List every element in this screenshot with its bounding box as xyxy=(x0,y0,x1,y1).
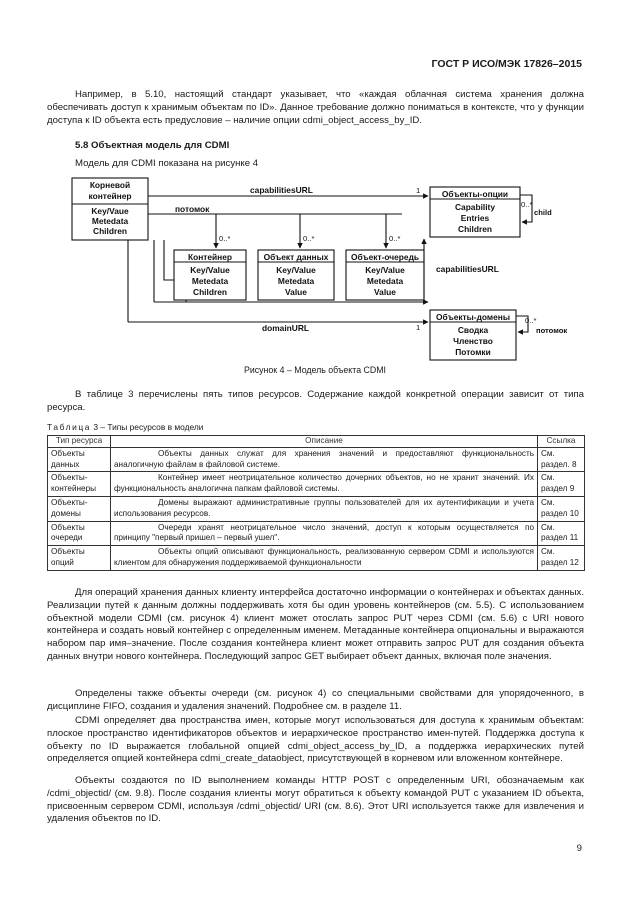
mult-container: 0..* xyxy=(219,234,230,243)
child-label: потомок xyxy=(175,204,210,214)
mult-queue: 0..* xyxy=(389,234,400,243)
data-object-field-2: Metedata xyxy=(278,276,315,286)
capabilities-url-label: capabilitiesURL xyxy=(250,185,313,195)
resource-type: Объекты данных xyxy=(47,446,111,473)
container-field-3: Children xyxy=(193,287,227,297)
resource-type: Объекты-контейнеры xyxy=(47,471,111,497)
resource-types-table: Тип ресурса Описание Ссылка Объекты данн… xyxy=(47,435,585,571)
domain-field-3: Потомки xyxy=(455,347,490,357)
resource-description: Контейнер имеет неотрицательное количест… xyxy=(114,473,534,494)
resource-type: Объекты опций xyxy=(47,545,111,571)
root-field-2: Metedata xyxy=(92,216,129,226)
resource-description: Объекты данных служат для хранения значе… xyxy=(114,448,534,469)
container-title: Контейнер xyxy=(188,252,232,262)
table-row: Объекты-домены Домены выражают администр… xyxy=(47,495,585,522)
section-title: 5.8 Объектная модель для CDMI xyxy=(75,140,230,151)
data-object-box xyxy=(257,249,335,301)
capability-field-2: Entries xyxy=(461,213,490,223)
table-row: Объекты данных Объекты данных служат для… xyxy=(47,446,585,473)
resource-reference: См. раздел 10 xyxy=(537,495,585,522)
table-intro-paragraph: В таблице 3 перечислены пять типов ресур… xyxy=(47,389,584,413)
cdmi-object-model-diagram: Корневой контейнер Key/Vaue Metedata Chi… xyxy=(71,177,567,361)
standard-header: ГОСТ Р ИСО/МЭК 17826–2015 xyxy=(431,58,582,70)
resource-description: Очереди хранят неотрицательное число зна… xyxy=(114,522,534,543)
domain-child-label: потомок xyxy=(536,326,567,335)
resource-type: Объекты-домены xyxy=(47,495,111,522)
data-object-field-1: Key/Value xyxy=(276,265,316,275)
body-paragraph-4: Объекты создаются по ID выполнением кома… xyxy=(47,775,584,825)
resource-type: Объекты очереди xyxy=(47,520,111,547)
table-row: Объекты-контейнеры Контейнер имеет неотр… xyxy=(47,471,585,497)
table-row: Объекты очереди Очереди хранят неотрицат… xyxy=(47,520,585,547)
domain-title: Объекты-домены xyxy=(436,312,510,322)
queue-object-field-1: Key/Value xyxy=(365,265,405,275)
domain-field-1: Сводка xyxy=(458,325,489,335)
resource-reference: См. раздел 12 xyxy=(537,545,585,571)
data-object-field-3: Value xyxy=(285,287,307,297)
capability-field-1: Capability xyxy=(455,202,495,212)
table-caption-text: 3 – Типы ресурсов в модели xyxy=(93,422,204,432)
table-caption: Таблица 3 – Типы ресурсов в модели xyxy=(47,422,203,432)
mult-domain-one: 1 xyxy=(416,323,420,332)
root-title-2: контейнер xyxy=(89,191,132,201)
intro-paragraph: Например, в 5.10, настоящий стандарт ука… xyxy=(47,89,584,126)
header-description: Описание xyxy=(110,435,538,448)
body-paragraph-2: Определены также объекты очереди (см. ри… xyxy=(47,688,584,712)
table-caption-word: Таблица xyxy=(47,422,92,432)
header-type: Тип ресурса xyxy=(47,435,111,448)
table-row: Объекты опций Объекты опций описывают фу… xyxy=(47,545,585,571)
data-object-title: Объект данных xyxy=(264,252,329,262)
body-paragraph-3: CDMI определяет два пространства имен, к… xyxy=(47,715,584,765)
root-title-1: Корневой xyxy=(90,180,130,190)
body-paragraph-1: Для операций хранения данных клиенту инт… xyxy=(47,587,584,662)
resource-reference: См. раздел 9 xyxy=(537,471,585,497)
capability-objects-box xyxy=(429,186,521,238)
capability-field-3: Children xyxy=(458,224,492,234)
capability-child-label: child xyxy=(534,208,552,217)
domain-url-label: domainURL xyxy=(262,323,309,333)
figure-caption: Рисунок 4 – Модель объекта CDMI xyxy=(243,365,387,375)
root-field-3: Children xyxy=(93,226,127,236)
queue-object-title: Объект-очередь xyxy=(351,252,419,262)
figure-intro: Модель для CDMI показана на рисунке 4 xyxy=(75,158,259,169)
resource-reference: См. раздел. 8 xyxy=(537,446,585,473)
root-field-1: Key/Vaue xyxy=(91,206,129,216)
queue-object-field-3: Value xyxy=(374,287,396,297)
container-box xyxy=(173,249,247,301)
mult-domain-child: 0..* xyxy=(525,316,536,325)
domain-field-2: Членство xyxy=(453,336,493,346)
resource-description: Объекты опций описывают функциональность… xyxy=(114,547,534,567)
container-field-2: Metedata xyxy=(192,276,229,286)
capabilities-url-right-label: capabilitiesURL xyxy=(436,264,499,274)
table-header-row: Тип ресурса Описание Ссылка xyxy=(47,435,585,448)
header-reference: Ссылка xyxy=(537,435,585,448)
queue-object-field-2: Metedata xyxy=(367,276,404,286)
container-field-1: Key/Value xyxy=(190,265,230,275)
capability-title: Объекты-опции xyxy=(442,189,508,199)
domain-objects-box xyxy=(429,309,517,361)
resource-description: Домены выражают административные группы … xyxy=(114,497,534,518)
root-container-box xyxy=(71,177,149,241)
page-number: 9 xyxy=(576,843,582,854)
mult-capability-child: 0..* xyxy=(521,200,532,209)
mult-capability-one: 1 xyxy=(416,186,420,195)
resource-reference: См. раздел 11 xyxy=(537,520,585,547)
mult-data-object: 0..* xyxy=(303,234,314,243)
